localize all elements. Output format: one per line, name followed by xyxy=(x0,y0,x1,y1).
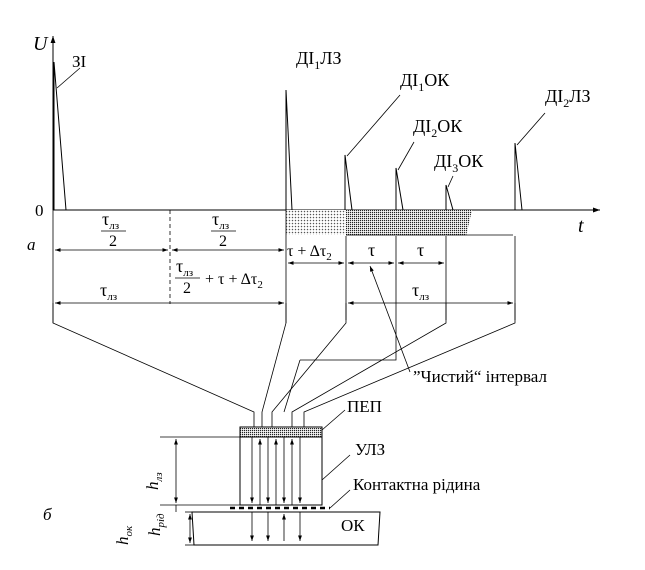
leader-ulz xyxy=(321,454,351,481)
shaded-tau-interval xyxy=(286,210,346,235)
svg-text:+ τ + Δτ2: + τ + Δτ2 xyxy=(205,271,263,291)
leader-di1ok xyxy=(346,94,401,157)
clean-interval-label: ”Чистий“ інтервал xyxy=(413,367,547,386)
frac-tau-lz-half-1: τлз 2 xyxy=(101,209,126,250)
svg-text:τлз: τлз xyxy=(212,209,229,232)
origin-label: 0 xyxy=(35,201,44,220)
label-ok: ОК xyxy=(341,516,365,535)
wave-paths xyxy=(250,437,302,541)
label-di2ok: ДІ2ОК xyxy=(413,116,463,140)
test-object-ok xyxy=(191,511,381,546)
leader-di2ok xyxy=(397,141,415,171)
probe-drawing: б ПЕП УЛЗ Контактна рідина xyxy=(43,397,481,546)
leader-zi xyxy=(56,67,81,89)
frac-tau-lz-half-2: τлз 2 xyxy=(211,209,236,250)
label-di2lz: ДІ2ЛЗ xyxy=(545,86,591,110)
t-axis-label: t xyxy=(578,215,584,237)
label-ulz: УЛЗ xyxy=(355,440,385,459)
dense-shaded-region xyxy=(346,210,472,236)
svg-text:2: 2 xyxy=(219,233,227,250)
label-di1lz: ДІ1ЛЗ xyxy=(296,48,342,72)
label-tau-lz-2: τлз xyxy=(412,280,429,303)
u-axis-label: U xyxy=(33,33,49,55)
label-di1ok: ДІ1ОК xyxy=(400,70,450,94)
pulse-di2ok xyxy=(395,167,404,211)
label-h-ok: hок xyxy=(113,525,135,545)
pulse-zi xyxy=(53,61,67,211)
label-di3ok: ДІ3ОК xyxy=(434,151,484,175)
leader-liquid xyxy=(329,489,351,509)
transducer-pep xyxy=(239,426,323,438)
pulse-di2lz xyxy=(514,142,523,211)
panel-label-b: б xyxy=(43,505,52,524)
label-pep: ПЕП xyxy=(347,397,382,416)
label-tau-2: τ xyxy=(417,240,424,260)
pulse-di1lz xyxy=(285,89,293,211)
label-liquid: Контактна рідина xyxy=(353,475,481,494)
label-h-rid: hрід xyxy=(145,513,167,536)
label-tau-1: τ xyxy=(368,240,375,260)
label-tau-lz-1: τлз xyxy=(100,280,117,303)
pulse-di1ok xyxy=(344,154,353,211)
leader-di2lz xyxy=(516,112,546,146)
svg-text:τлз: τлз xyxy=(176,256,193,279)
label-h-lz: hлз xyxy=(143,472,165,490)
pulse-di3ok xyxy=(445,184,454,211)
frac-tau-lz-half-3: τлз 2 + τ + Δτ2 xyxy=(175,256,263,297)
clean-interval-pointer xyxy=(369,265,411,373)
leader-pep xyxy=(321,409,346,431)
label-tau-plus-delta: τ + Δτ2 xyxy=(287,243,332,263)
time-diagram: U t 0 а ЗІ ДІ1ЛЗ ДІ1ОК ДІ2ОК Д xyxy=(27,33,600,386)
label-zi: ЗІ xyxy=(72,52,87,71)
svg-text:τлз: τлз xyxy=(102,209,119,232)
svg-text:2: 2 xyxy=(183,280,191,297)
svg-text:2: 2 xyxy=(109,233,117,250)
leader-di3ok xyxy=(447,175,454,188)
panel-label-a: а xyxy=(27,235,36,254)
projection-lines xyxy=(52,272,516,427)
delay-line-ulz xyxy=(239,436,323,506)
